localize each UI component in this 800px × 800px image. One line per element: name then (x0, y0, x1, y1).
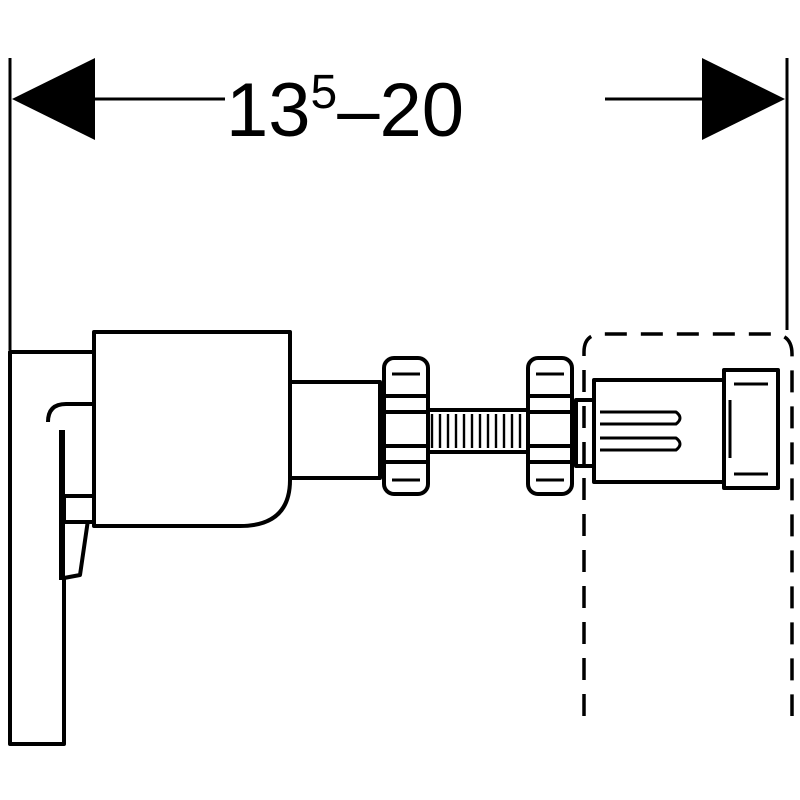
fitting-slot-lower (600, 436, 682, 452)
fitting-nut (722, 368, 780, 490)
arrowhead-right-icon (702, 58, 785, 140)
hex-nut-right (526, 356, 574, 496)
dimension-separator: – (337, 68, 380, 153)
valve-body (62, 330, 382, 528)
fitting-body (592, 378, 730, 484)
valve-neck (288, 380, 382, 480)
dimension-annotation: 135–20 (8, 58, 789, 350)
dimension-superscript: 5 (311, 66, 338, 119)
wall-plate-slot (46, 402, 96, 423)
wall-plate-outline (8, 350, 102, 746)
dimension-label: 135–20 (226, 66, 464, 153)
hex-nut-left (382, 356, 430, 496)
dimension-end: 20 (380, 68, 465, 153)
dashed-outline (582, 332, 794, 716)
valve-flange (62, 494, 96, 524)
fitting-slot-upper (600, 410, 682, 426)
wall-plate (8, 350, 102, 746)
arrowhead-left-icon (12, 58, 95, 140)
threaded-rod (422, 408, 538, 454)
thread-lines (430, 414, 522, 448)
dimension-main: 13 (226, 68, 311, 153)
valve-housing (92, 330, 292, 528)
connector-fitting (574, 368, 780, 490)
